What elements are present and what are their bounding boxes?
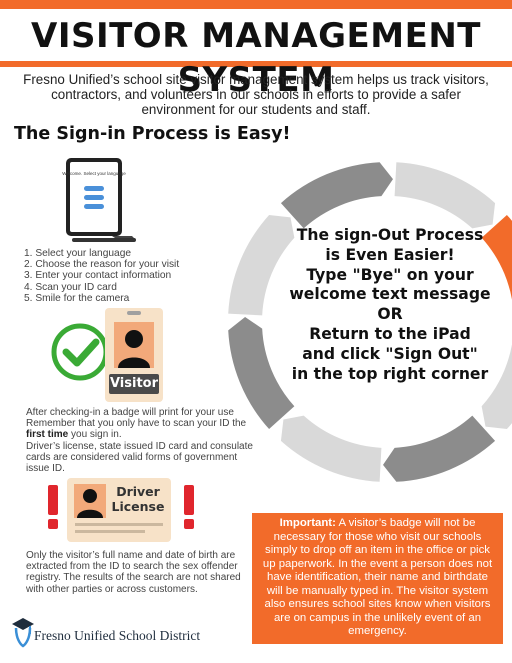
license-photo-icon: [74, 484, 106, 518]
list-item: 5. Smile for the camera: [24, 292, 130, 304]
important-notice: Important: A visitor’s badge will not be…: [252, 513, 503, 644]
privacy-text: Only the visitor’s full name and date of…: [26, 550, 241, 595]
person-silhouette-icon: [114, 322, 154, 368]
badge-label-bar: [109, 374, 159, 394]
cycle-arrows-graphic: [228, 162, 512, 482]
top-accent-bar: [0, 0, 512, 9]
visitor-badge: Visitor: [105, 308, 163, 402]
cycle-segments: [228, 162, 512, 482]
signout-line: The sign-Out Process: [296, 226, 484, 244]
signout-line: OR: [377, 305, 403, 324]
scan-reminder-text: Remember that you only have to scan your…: [26, 418, 256, 440]
list-item: 4. Scan your ID card: [24, 281, 117, 293]
page-title: VISITOR MANAGEMENT SYSTEM: [31, 16, 481, 100]
cycle-segment: [228, 214, 295, 316]
signout-line: Return to the iPad: [309, 324, 471, 343]
scan-reminder-pre: Remember that you only have to scan your…: [26, 418, 247, 429]
tablet-kiosk-icon: Welcome. Select your language: [62, 158, 136, 242]
alert-icon-left: [48, 485, 58, 529]
signin-steps-list: 1. Select your language 2. Choose the re…: [24, 248, 179, 304]
signin-heading: The Sign-in Process is Easy!: [14, 124, 291, 144]
alert-icon-right: [184, 485, 194, 529]
cycle-segment: [383, 415, 496, 482]
license-line: [75, 523, 163, 526]
cycle-segment: [228, 317, 295, 430]
cycle-segment: [481, 344, 512, 430]
cycle-segment: [394, 162, 496, 229]
signout-line: is Even Easier!: [325, 245, 455, 264]
list-item: 3. Enter your contact information: [24, 270, 172, 282]
license-line: [75, 530, 145, 533]
signout-line: welcome text message: [289, 285, 491, 304]
list-item: 2. Choose the reason for your visit: [24, 259, 180, 271]
license-title-line1: Driver: [116, 484, 160, 499]
badge-clip: [127, 311, 141, 315]
signout-line: Type "Bye" on your: [306, 265, 474, 284]
cycle-segment: [280, 162, 393, 229]
cycle-segment: [280, 415, 382, 482]
badge-label: Visitor: [109, 376, 159, 391]
list-item: 1. Select your language: [24, 248, 132, 259]
signout-line: in the top right corner: [291, 364, 489, 383]
important-text: A visitor’s badge will not be necessary …: [262, 517, 493, 637]
signout-instructions: The sign-Out Process is Even Easier! Typ…: [268, 226, 512, 384]
scan-reminder-emphasis: first time: [26, 429, 69, 441]
checkmark-icon: [51, 323, 109, 381]
scan-reminder-post: you sign in.: [71, 429, 122, 441]
district-logo-icon: [12, 618, 34, 648]
license-title-line2: License: [111, 499, 165, 514]
important-label: Important:: [279, 517, 336, 529]
badge-print-text: After checking-in a badge will print for…: [26, 407, 234, 418]
district-name: Fresno Unified School District: [34, 628, 201, 643]
valid-id-text: Driver’s license, state issued ID card a…: [26, 441, 253, 475]
signout-line: and click "Sign Out": [302, 344, 478, 363]
driver-license-card: Driver License: [67, 478, 171, 542]
intro-paragraph: Fresno Unified’s school site visitor man…: [23, 72, 489, 117]
title-underline-bar: [0, 61, 512, 67]
tablet-screen-text: Welcome. Select your language: [62, 171, 126, 176]
cycle-segment: [481, 214, 512, 300]
